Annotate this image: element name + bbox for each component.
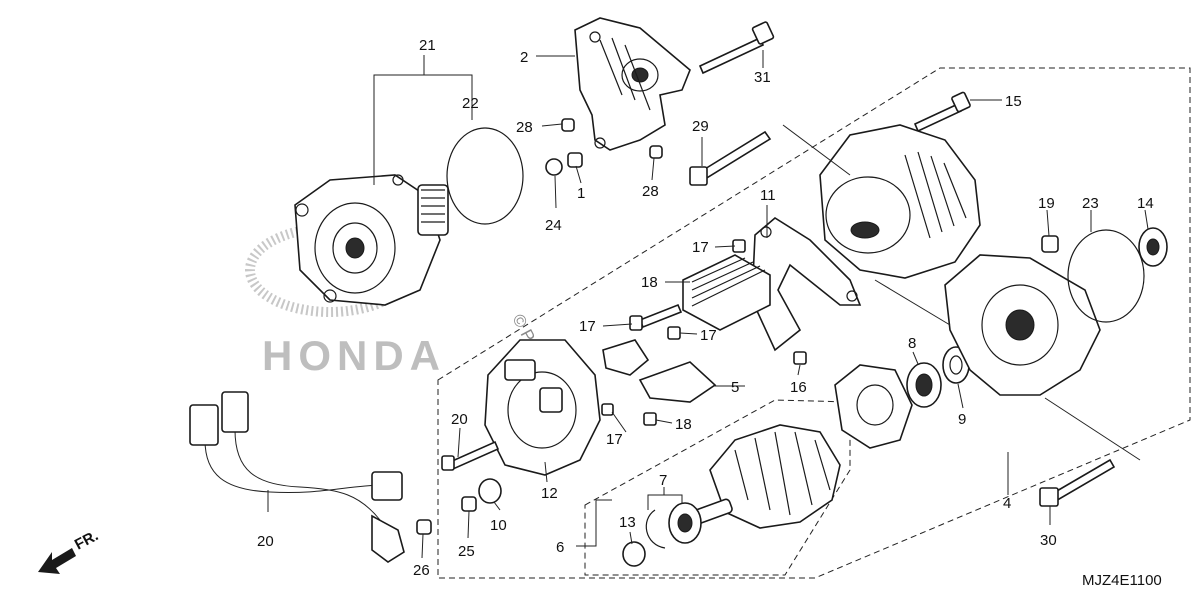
part-bolt-29 [689, 130, 772, 186]
callout-13: 13 [619, 514, 636, 531]
callout-2: 2 [520, 49, 528, 66]
part-nut-27b [416, 519, 432, 535]
part-rear-cover [484, 339, 601, 476]
part-front-housing [944, 254, 1101, 396]
part-bolt-21 [441, 440, 500, 471]
callout-11: 11 [760, 187, 776, 204]
callout-17a: 17 [692, 239, 709, 256]
part-screw-16 [793, 351, 807, 365]
part-o-ring-24 [446, 127, 524, 225]
front-marker-label: FR. [72, 527, 101, 553]
part-stator-plate [834, 364, 913, 449]
watermark-brand: HONDA [262, 332, 446, 379]
callout-29: 29 [692, 118, 709, 135]
part-starter-assembly [294, 174, 449, 306]
part-collar-13 [622, 541, 646, 567]
callout-1: 1 [577, 185, 585, 202]
callout-26: 24 [545, 217, 562, 234]
callout-8: 8 [908, 335, 916, 352]
part-rear-bracket [574, 17, 691, 151]
callout-28b: 28 [642, 183, 659, 200]
callout-12: 12 [541, 485, 558, 502]
assembly-box-6 [584, 399, 851, 576]
callout-3: 21 [419, 37, 436, 54]
callout-15: 15 [1005, 93, 1022, 110]
part-nut-23 [1041, 235, 1059, 253]
part-wire-harness [189, 391, 405, 563]
part-bolt-18 [629, 303, 683, 331]
callout-6: 6 [556, 539, 564, 556]
callout-17b: 17 [700, 327, 717, 344]
callout-24: 22 [462, 95, 479, 112]
callout-17c: 17 [606, 431, 623, 448]
part-rotor [689, 424, 841, 529]
callout-4: 4 [1003, 495, 1011, 512]
callout-9: 9 [958, 411, 966, 428]
callout-27b: 26 [413, 562, 430, 579]
callout-7: 7 [659, 472, 667, 489]
callout-14: 14 [1137, 195, 1154, 212]
front-direction-arrow: FR. [38, 527, 101, 574]
callout-20: 18 [641, 274, 658, 291]
callout-19: 18 [675, 416, 692, 433]
part-grommet-10 [478, 478, 502, 504]
part-nut-27a [461, 496, 477, 512]
part-collar-1 [567, 152, 583, 168]
part-o-ring-25 [1067, 229, 1145, 323]
part-bolt-30 [1039, 458, 1116, 507]
leader-lines [267, 50, 1149, 559]
part-alternator-body [819, 124, 981, 279]
callout-18: 17 [579, 318, 596, 335]
callout-21: 20 [451, 411, 468, 428]
assembly-box-4 [437, 67, 1191, 579]
part-brush-holder [602, 339, 717, 403]
part-bolt-31 [698, 21, 775, 75]
callout-30: 30 [1040, 532, 1057, 549]
callout-labels: 21 2 31 15 22 28 29 1 28 11 19 23 14 24 … [257, 37, 1154, 579]
part-screw-17b [667, 326, 681, 340]
part-screw-17c [601, 403, 614, 416]
part-regulator [682, 254, 771, 331]
part-screw-19 [643, 412, 657, 426]
callout-25: 23 [1082, 195, 1099, 212]
callout-27a: 25 [458, 543, 475, 560]
callout-10: 10 [490, 517, 507, 534]
part-dowel-28b [649, 145, 663, 159]
part-rectifier [751, 217, 862, 352]
part-bearing-8 [906, 362, 942, 408]
part-washer-26 [545, 158, 563, 176]
arrow-left-icon [38, 548, 76, 574]
callout-5: 5 [731, 379, 739, 396]
callout-22: 20 [257, 533, 274, 550]
callout-16: 16 [790, 379, 807, 396]
part-bearing-7 [645, 502, 702, 549]
part-dowel-28a [561, 118, 575, 132]
callout-31: 31 [754, 69, 771, 86]
part-bolt-15 [913, 91, 971, 133]
part-bearing-14 [1138, 227, 1168, 267]
diagram-code: MJZ4E1100 [1082, 572, 1162, 589]
callout-23: 19 [1038, 195, 1055, 212]
callout-28a: 28 [516, 119, 533, 136]
